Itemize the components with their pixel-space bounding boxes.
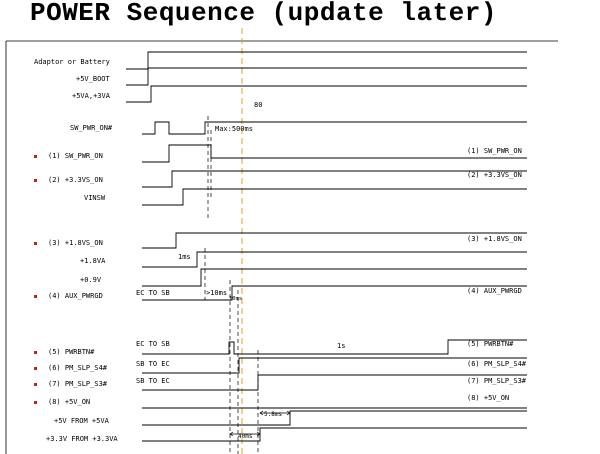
right-label-pwrbtn-n: (5) PWRBTN# (467, 340, 514, 348)
label-5v-on: (8) +5V_ON (48, 398, 90, 406)
trace-aux-pwrgd (142, 285, 527, 301)
annotation-1ms: 1ms (178, 253, 191, 261)
annotation-40ms: 40ms (238, 433, 253, 440)
label-vinsw: VINSW (84, 194, 106, 202)
trace-1-8va (142, 251, 527, 268)
right-label-pm-slp-s3: (7) PM_SLP_S3# (467, 377, 527, 385)
annotation-1s: 1s (337, 342, 345, 350)
label-pm-slp-s3: (7) PM_SLP_S3# (48, 380, 108, 388)
annotation-sb-to-ec-1: SB TO EC (136, 360, 170, 368)
right-label-pm-slp-s4: (6) PM_SLP_S4# (467, 360, 527, 368)
dimension-arrows (229, 410, 291, 437)
trace-pm-slp-s4 (142, 357, 527, 374)
label-3-3v-from-3-3va: +3.3V FROM +3.3VA (46, 435, 118, 443)
right-label-5v-on: (8) +5V_ON (467, 394, 509, 402)
annotation-5-8ms: 5.8ms (264, 411, 282, 418)
label-aux-pwrgd: (4) AUX_PWRGD (48, 292, 103, 300)
page-title: POWER Sequence (update later) (30, 0, 497, 28)
right-label-1-8vs-on: (3) +1.8VS_ON (467, 235, 522, 243)
annotation-sb-to-ec-2: SB TO EC (136, 377, 170, 385)
annotation-gt-10ms: >10ms (206, 289, 227, 297)
trace-adaptor (126, 51, 527, 70)
label-5v-boot: +5V_BOOT (76, 75, 111, 83)
label-1-8va: +1.8VA (80, 257, 106, 265)
trace-1-8vs-on (142, 232, 527, 249)
trace-sw-pwr-on-n (142, 121, 527, 135)
label-0-9v: +0.9V (80, 276, 102, 284)
step-bullets (34, 155, 37, 404)
trace-sw-pwr-on (142, 144, 527, 163)
annotation-10ms: 10ms (229, 296, 242, 302)
right-label-3-3vs-on: (2) +3.3VS_ON (467, 171, 522, 179)
trace-5va-3va (126, 85, 527, 103)
annotation-80: 80 (254, 101, 262, 109)
label-sw-pwr-on-n: SW_PWR_ON# (70, 124, 113, 132)
label-5va-3va: +5VA,+3VA (72, 92, 111, 100)
right-label-aux-pwrgd: (4) AUX_PWRGD (467, 287, 522, 295)
annotation-max-500ms: Max:500ms (215, 125, 253, 133)
timing-reference-lines (204, 116, 259, 454)
trace-5v-from-5va (142, 410, 527, 426)
label-pwrbtn-n: (5) PWRBTN# (48, 348, 95, 356)
trace-pwrbtn-n (142, 339, 527, 355)
diagram-frame (5, 40, 558, 454)
label-adaptor: Adaptor or Battery (34, 58, 110, 66)
trace-5v-boot (126, 67, 527, 86)
label-3-3vs-on: (2) +3.3VS_ON (48, 176, 103, 184)
annotation-ec-to-sb-2: EC TO SB (136, 340, 170, 348)
trace-0-9v (142, 268, 527, 287)
trace-3-3v-from-3-3va (142, 427, 527, 442)
label-1-8vs-on: (3) +1.8VS_ON (48, 239, 103, 247)
label-sw-pwr-on: (1) SW_PWR_ON (48, 152, 103, 160)
label-5v-from-5va: +5V FROM +5VA (54, 417, 110, 425)
right-label-sw-pwr-on: (1) SW_PWR_ON (467, 147, 522, 155)
trace-3-3vs-on (142, 170, 527, 188)
trace-pm-slp-s3 (142, 374, 527, 391)
annotation-ec-to-sb-1: EC TO SB (136, 289, 170, 297)
label-pm-slp-s4: (6) PM_SLP_S4# (48, 364, 108, 372)
trace-vinsw (142, 188, 527, 206)
